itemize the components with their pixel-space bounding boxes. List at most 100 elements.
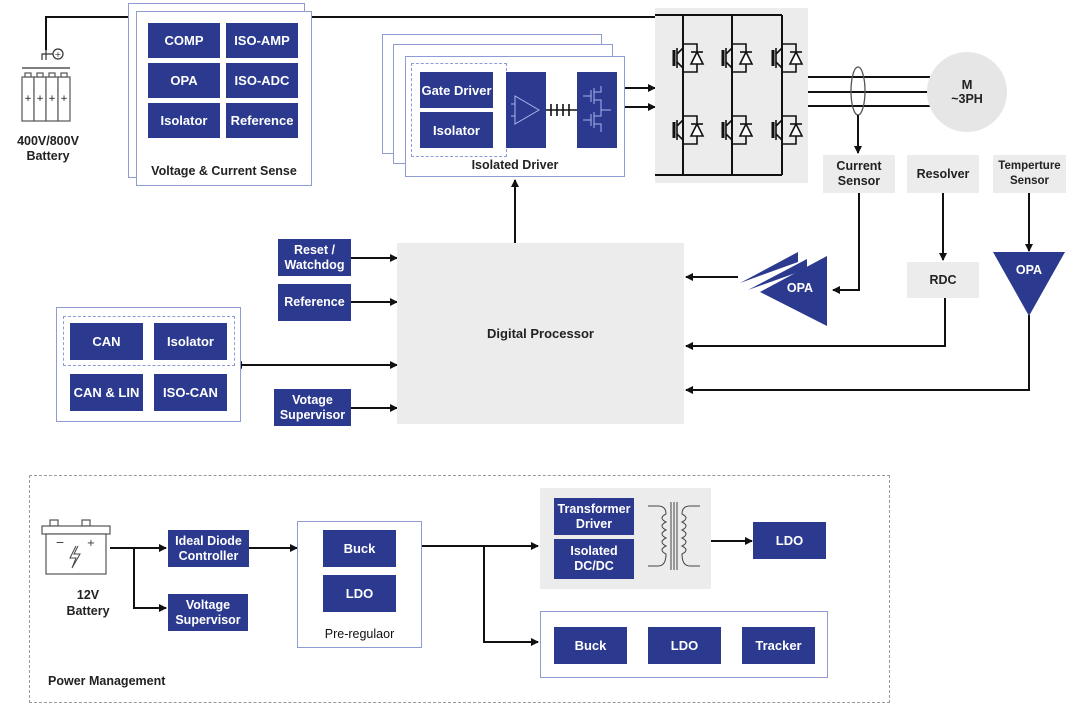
rail-ldo-block: LDO [648, 627, 721, 664]
temp-opa-icon [993, 252, 1065, 316]
transformer-driver-block: Transformer Driver [554, 498, 634, 535]
can-block: CAN [70, 323, 143, 360]
current-sensor-to-opa-wire [832, 193, 860, 294]
svg-text:+: + [60, 94, 68, 104]
votage-supervisor-line1: Votage [292, 392, 333, 407]
current-sensor-line2: Sensor [837, 174, 881, 188]
isolated-dcdc-line2: DC/DC [574, 559, 614, 573]
svg-text:+: + [87, 538, 95, 549]
power-management-section: Power Management [29, 475, 890, 703]
igbt-switch-icon [721, 43, 754, 73]
hv-battery-text: Battery [26, 149, 70, 163]
can-lin-block: CAN & LIN [70, 374, 143, 411]
gate-driver-block: Gate Driver [420, 72, 493, 108]
svg-text:+: + [36, 94, 44, 104]
car-battery-icon: − + [41, 519, 111, 575]
igbt-switch-icon [771, 43, 804, 73]
current-opa-label: OPA [786, 281, 814, 295]
driver-core [506, 72, 617, 148]
isolated-supply-module: Transformer Driver Isolated DC/DC [540, 488, 711, 589]
igbt-switch-icon [721, 115, 754, 145]
transformer-driver-line1: Transformer [557, 501, 631, 516]
iso-adc-block: ISO-ADC [226, 63, 298, 98]
rail-regulator-module: Buck LDO Tracker [540, 611, 828, 678]
motor-label: M [961, 77, 973, 92]
svg-text:−: − [55, 536, 64, 549]
processor-reference-block: Reference [278, 284, 351, 321]
current-opa-stack-icon [740, 252, 827, 326]
amplifier-icon [511, 95, 540, 125]
driver-mosfet-panel [577, 72, 617, 148]
digital-processor: Digital Processor [397, 243, 684, 424]
isolated-dcdc-line1: Isolated [570, 544, 618, 558]
igbt-switch-icon [672, 43, 705, 73]
resolver-block: Resolver [907, 155, 979, 193]
motor-phase-label: ~3PH [951, 92, 983, 106]
svg-text:+: + [55, 50, 62, 59]
battery-12v-voltage: 12V [76, 588, 100, 602]
prereg-buck-block: Buck [323, 530, 396, 567]
battery-12v-text: Battery [66, 604, 110, 618]
reset-watchdog-block: Reset / Watchdog [278, 239, 351, 276]
tracker-block: Tracker [742, 627, 815, 664]
temperature-sensor-line2: Sensor [1010, 175, 1049, 187]
mosfet-icon [583, 86, 611, 132]
power-supervisor-line1: Voltage [185, 597, 231, 612]
current-sensor-line1: Current [836, 159, 882, 173]
inverter-bridge [655, 8, 808, 183]
isolated-dcdc-block: Isolated DC/DC [554, 539, 634, 579]
svg-text:+: + [24, 94, 32, 104]
reset-line2: Watchdog [284, 257, 345, 272]
temp-opa-label: OPA [1015, 263, 1043, 277]
ideal-diode-controller-block: Ideal Diode Controller [168, 530, 249, 567]
reference-block: Reference [226, 103, 298, 138]
isolator-block: Isolator [148, 103, 220, 138]
power-supervisor-line2: Supervisor [175, 612, 241, 627]
output-ldo-block: LDO [753, 522, 826, 559]
votage-supervisor-block: Votage Supervisor [274, 389, 351, 426]
igbt-switch-icon [771, 115, 804, 145]
transformer-icon [648, 502, 700, 570]
current-sensor-block: Current Sensor [823, 155, 895, 193]
driver-isolator-block: Isolator [420, 112, 493, 148]
svg-text:+: + [48, 94, 56, 104]
comm-isolator-block: Isolator [154, 323, 227, 360]
isolated-driver-module: Gate Driver Isolator Isolated Dri [405, 56, 625, 177]
hv-rail-wire [45, 16, 660, 50]
power-voltage-supervisor-block: Voltage Supervisor [168, 594, 248, 631]
sense-module: COMP ISO-AMP OPA ISO-ADC Isolator Refere… [136, 11, 312, 186]
igbt-bridge-icon [655, 14, 804, 176]
motor: M ~3PH [927, 52, 1007, 132]
battery-pack-icon: + + + + + [21, 48, 71, 122]
isolated-driver-title: Isolated Driver [471, 158, 559, 172]
ideal-diode-line2: Controller [178, 548, 239, 563]
igbt-switch-icon [672, 115, 705, 145]
votage-supervisor-line2: Supervisor [279, 407, 346, 422]
temp-opa-to-processor-wire [685, 315, 1030, 394]
pre-regulator-title: Pre-regulaor [324, 627, 395, 641]
transformer-driver-line2: Driver [575, 516, 613, 531]
temperature-sensor-line1: Temperture [998, 160, 1061, 172]
pre-regulator-module: Buck LDO Pre-regulaor [297, 521, 422, 648]
comm-dashed-group [63, 316, 235, 366]
reset-line1: Reset / [294, 242, 335, 257]
sense-module-title: Voltage & Current Sense [151, 164, 297, 178]
iso-amp-block: ISO-AMP [226, 23, 298, 58]
battery-12v-label: 12V Battery [48, 587, 128, 619]
opa-block: OPA [148, 63, 220, 98]
temperature-sensor-block: Temperture Sensor [993, 155, 1066, 193]
prereg-to-rails-wire [483, 546, 539, 646]
ideal-diode-line1: Ideal Diode [175, 533, 242, 548]
hv-battery-voltage: 400V/800V [17, 134, 79, 148]
power-management-title: Power Management [48, 674, 166, 688]
iso-can-block: ISO-CAN [154, 374, 227, 411]
prereg-ldo-block: LDO [323, 575, 396, 612]
capacitor-isolation-icon [546, 104, 578, 116]
rdc-to-processor-wire [685, 298, 946, 350]
comp-block: COMP [148, 23, 220, 58]
rdc-block: RDC [907, 262, 979, 298]
communication-module: CAN Isolator CAN & LIN ISO-CAN [56, 307, 241, 422]
driver-amp-panel [506, 72, 546, 148]
rail-buck-block: Buck [554, 627, 627, 664]
battery-to-supervisor-wire [133, 548, 167, 612]
